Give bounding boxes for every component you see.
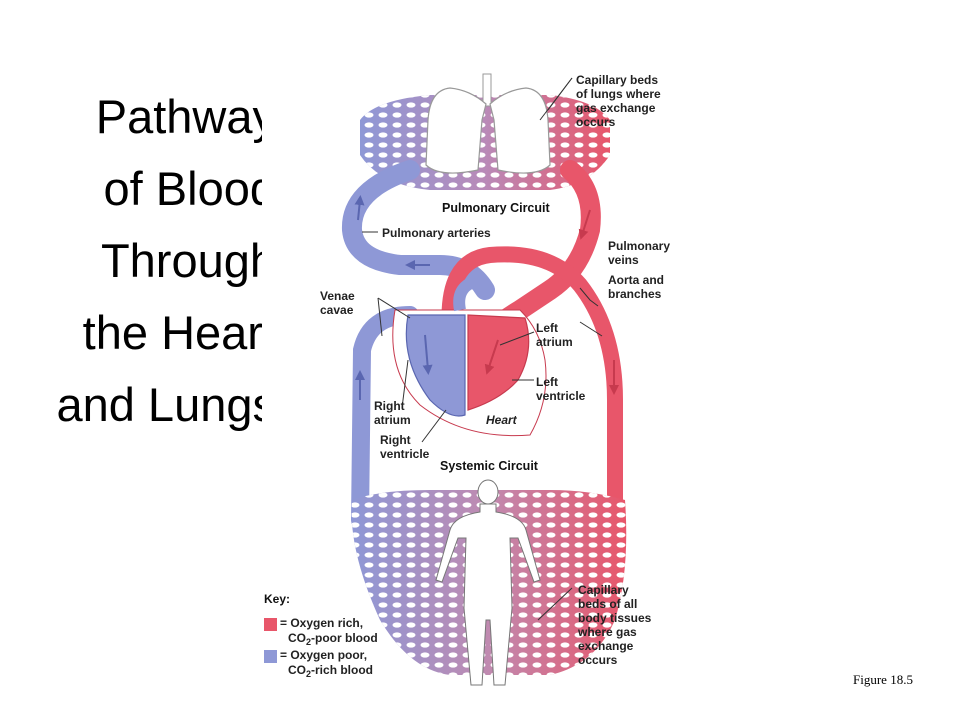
label-pulmonary-veins: Pulmonary veins xyxy=(608,239,673,267)
title-line-3: Through xyxy=(100,234,262,287)
label-capillary-body: Capillary beds of all body tissues where… xyxy=(577,583,655,667)
heart-icon xyxy=(392,274,547,437)
pointer-lines xyxy=(362,77,603,621)
pulmonary-artery-arrow xyxy=(354,195,365,221)
label-left-atrium: Left atrium xyxy=(536,321,573,349)
title-line-1: Pathway xyxy=(95,90,262,143)
title-line-5: and Lungs xyxy=(56,378,262,431)
label-aorta: Aorta and branches xyxy=(608,273,667,301)
key-label-oxygen-rich: = Oxygen rich, CO2-poor blood xyxy=(280,616,378,647)
label-pulmonary-circuit: Pulmonary Circuit xyxy=(442,201,550,215)
label-right-atrium: Right atrium xyxy=(374,399,411,427)
label-left-ventricle: Left ventricle xyxy=(536,375,586,403)
aorta-vessel xyxy=(441,246,623,528)
label-pulmonary-arteries: Pulmonary arteries xyxy=(382,226,491,240)
title-line-2: of Blood xyxy=(103,162,262,215)
pulmonary-vein-arrow xyxy=(578,209,591,240)
human-body-icon xyxy=(435,479,541,686)
key-swatch-oxygen-poor xyxy=(264,650,277,663)
title-line-4: the Heart xyxy=(82,306,262,359)
label-right-ventricle: Right ventricle xyxy=(380,433,430,461)
label-systemic-circuit: Systemic Circuit xyxy=(440,459,539,473)
lungs-icon xyxy=(425,73,551,174)
key-swatch-oxygen-rich xyxy=(264,618,277,631)
key-title: Key: xyxy=(264,592,290,606)
figure-caption: Figure 18.5 xyxy=(853,672,913,687)
circulation-diagram: Capillary beds of lungs where gas exchan… xyxy=(264,73,673,686)
key-label-oxygen-poor: = Oxygen poor, CO2-rich blood xyxy=(280,648,373,679)
label-heart: Heart xyxy=(486,413,518,427)
slide-title: Pathway of Blood Through the Heart and L… xyxy=(0,90,262,450)
label-capillary-lungs: Capillary beds of lungs where gas exchan… xyxy=(576,73,664,129)
label-venae-cavae: Venae cavae xyxy=(320,289,358,317)
diagram-key: Key: = Oxygen rich, CO2-poor blood = Oxy… xyxy=(264,592,378,679)
